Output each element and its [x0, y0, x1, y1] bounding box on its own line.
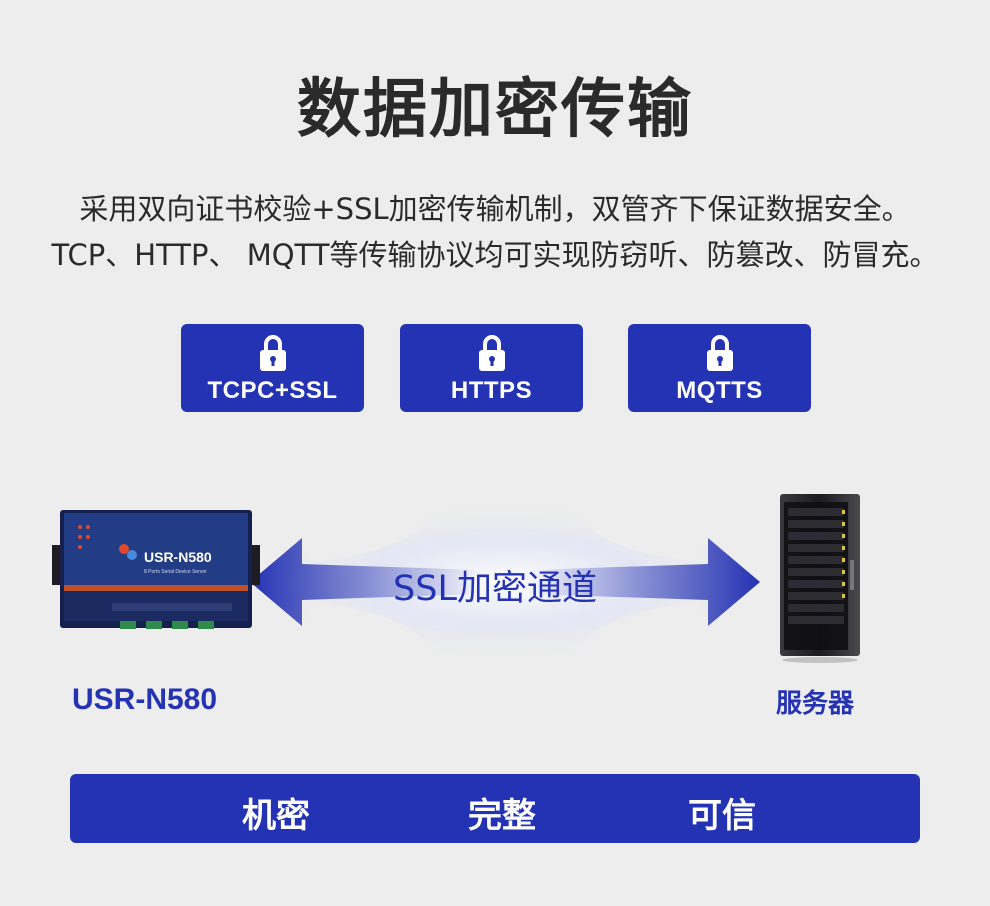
protocol-label: MQTTS — [676, 377, 763, 404]
protocol-label: HTTPS — [450, 377, 533, 404]
serial-device-server-image: USR-N580 8 Ports Serial Device Server — [52, 510, 260, 629]
protocol-badge-tcpc-ssl: TCPC+SSL — [181, 324, 364, 412]
feature-integrity: 完整 — [468, 796, 536, 836]
protocol-badge-mqtts: MQTTS — [628, 324, 811, 412]
protocol-label: TCPC+SSL — [207, 377, 338, 404]
device-panel-subtitle: 8 Ports Serial Device Server — [144, 569, 207, 575]
feature-trusted: 可信 — [688, 796, 756, 836]
lock-icon — [259, 335, 286, 371]
device-name: USR-N580 — [72, 683, 218, 716]
lock-icon — [706, 335, 733, 371]
lock-icon — [478, 335, 505, 371]
feature-confidential: 机密 — [242, 796, 310, 836]
ssl-tunnel-arrow — [250, 500, 760, 665]
server-name: 服务器 — [776, 689, 855, 719]
page-title: 数据加密传输 — [297, 73, 693, 147]
protocol-badge-https: HTTPS — [400, 324, 583, 412]
description-line-1: 采用双向证书校验+SSL加密传输机制，双管齐下保证数据安全。 — [79, 192, 911, 226]
server-rack-image — [780, 494, 860, 663]
features-bar: 机密 完整 可信 — [70, 774, 920, 843]
tunnel-label: SSL加密通道 — [393, 569, 597, 609]
device-panel-model: USR-N580 — [144, 549, 212, 565]
description-line-2: TCP、HTTP、 MQTT等传输协议均可实现防窃听、防篡改、防冒充。 — [51, 238, 939, 272]
